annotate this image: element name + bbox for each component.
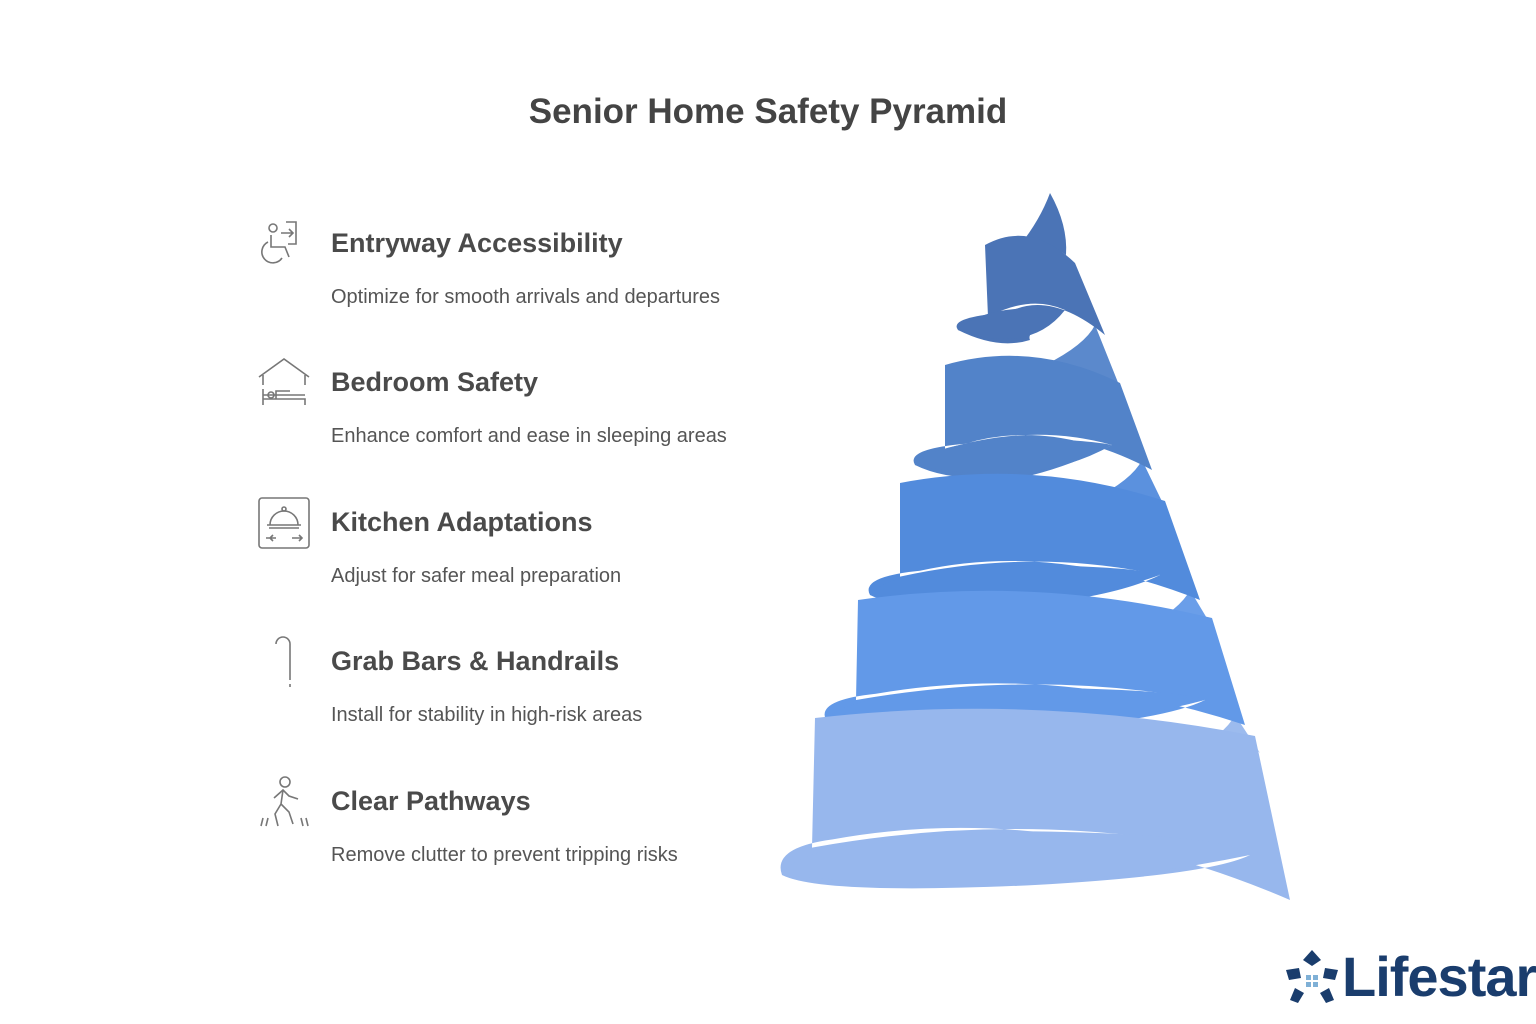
page-title: Senior Home Safety Pyramid: [528, 92, 1008, 131]
item-heading: Bedroom Safety: [331, 367, 539, 397]
item-description: Adjust for safer meal preparation: [331, 565, 622, 587]
item-description: Optimize for smooth arrivals and departu…: [331, 286, 721, 308]
item-clear-pathways: Clear Pathways Remove clutter to prevent…: [256, 776, 796, 886]
item-description: Install for stability in high-risk areas: [331, 704, 643, 726]
item-entryway-accessibility: Entryway Accessibility Optimize for smoo…: [256, 218, 796, 328]
logo-text: Lifestar: [1342, 945, 1536, 1008]
item-kitchen-adaptations: Kitchen Adaptations Adjust for safer mea…: [256, 497, 796, 607]
item-heading: Grab Bars & Handrails: [331, 646, 620, 676]
house-bed-icon: [258, 358, 310, 405]
pyramid-tier-rim-2: [915, 438, 1112, 474]
cane-icon: [275, 636, 291, 687]
item-heading: Kitchen Adaptations: [331, 507, 593, 537]
cloche-icon: [258, 497, 310, 549]
pyramid-tier-rim-1: [958, 308, 1065, 339]
wheelchair-entry-icon: [261, 221, 297, 264]
item-description: Remove clutter to prevent tripping risks: [331, 844, 678, 866]
item-description: Enhance comfort and ease in sleeping are…: [331, 425, 727, 447]
item-heading: Entryway Accessibility: [331, 228, 623, 258]
pyramid-tier-rim-5: [782, 831, 1250, 884]
item-bedroom-safety: Bedroom Safety Enhance comfort and ease …: [256, 357, 796, 467]
spiral-flap: [1092, 460, 1170, 518]
person-walking-icon: [260, 776, 309, 827]
star-house-logo-icon: [1286, 950, 1338, 1003]
item-heading: Clear Pathways: [331, 786, 531, 816]
lifestar-logo: Lifestar: [1284, 945, 1536, 1014]
item-grab-bars-handrails: Grab Bars & Handrails Install for stabil…: [256, 636, 796, 746]
